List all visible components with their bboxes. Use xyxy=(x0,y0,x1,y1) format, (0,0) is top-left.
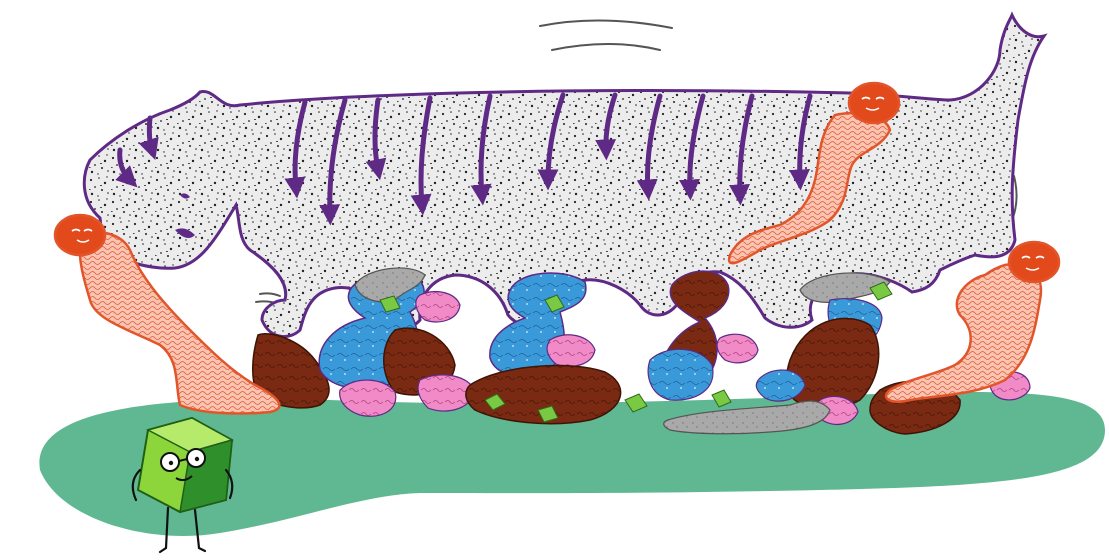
pink-aggregate xyxy=(547,335,595,367)
worm-head xyxy=(1009,242,1059,282)
pink-aggregate xyxy=(717,334,758,363)
worm-head xyxy=(55,215,105,255)
brown-aggregate xyxy=(787,318,879,409)
worm-head xyxy=(849,83,899,123)
pressure-arrow-icon xyxy=(149,118,152,150)
pink-aggregate xyxy=(416,292,460,322)
blue-aggregate xyxy=(648,349,713,400)
